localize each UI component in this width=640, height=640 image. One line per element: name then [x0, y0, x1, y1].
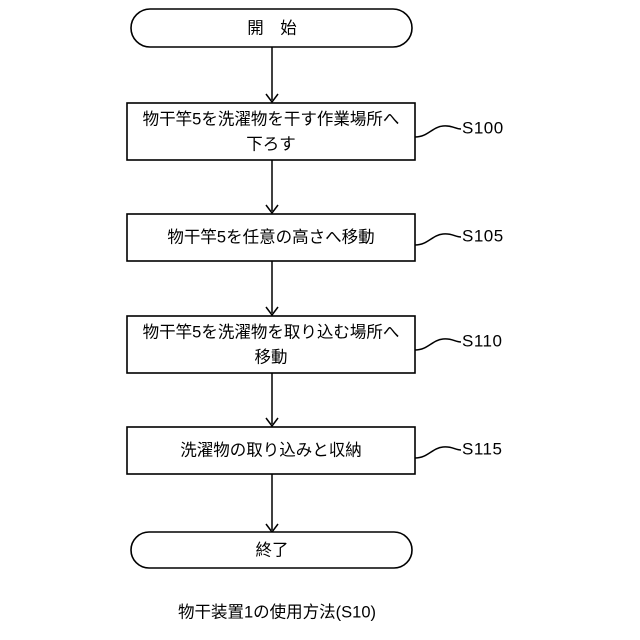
connector-s105-to-s110	[265, 261, 279, 317]
leader-line-s115	[414, 446, 462, 459]
process-box-s110-line-2: 移動	[255, 347, 288, 366]
process-box-s100	[126, 102, 416, 161]
step-label-s110: S110	[462, 331, 502, 350]
flow-node-s110: 物干竿5を洗濯物を取り込む場所へ 移動 S110	[126, 315, 502, 374]
leader-line-s105	[414, 233, 462, 246]
flow-node-start: 開 始	[130, 8, 413, 48]
arrow-head-icon	[265, 204, 279, 215]
connector-s115-to-end	[265, 474, 279, 534]
leader-line-s110	[414, 338, 462, 351]
arrow-head-icon	[265, 417, 279, 428]
arrow-head-icon	[265, 93, 279, 104]
process-box-s105	[126, 213, 416, 262]
flow-node-end: 終了	[130, 531, 413, 569]
leader-line-s100	[414, 125, 462, 138]
process-box-s105-line-1: 物干竿5を任意の高さへ移動	[167, 227, 374, 246]
flow-node-s105: 物干竿5を任意の高さへ移動 S105	[126, 213, 504, 262]
arrow-head-icon	[265, 306, 279, 317]
connector-start-to-s100	[265, 47, 279, 104]
step-label-s105: S105	[462, 226, 504, 245]
process-box-s115	[126, 426, 416, 475]
flow-node-s115: 洗濯物の取り込みと収納 S115	[126, 426, 502, 475]
process-box-s100-line-1: 物干竿5を洗濯物を干す作業場所へ	[143, 109, 400, 128]
start-terminator-label: 開 始	[247, 18, 297, 37]
figure-caption: 物干装置1の使用方法(S10)	[178, 602, 376, 621]
end-terminator-shape	[130, 531, 413, 569]
process-box-s110	[126, 315, 416, 374]
step-label-s100: S100	[462, 118, 504, 137]
step-label-s115: S115	[462, 439, 502, 458]
process-box-s100-line-2: 下ろす	[246, 135, 296, 153]
process-box-s110-line-1: 物干竿5を洗濯物を取り込む場所へ	[143, 322, 400, 341]
end-terminator-label: 終了	[256, 540, 289, 559]
connector-s110-to-s115	[265, 373, 279, 428]
process-box-s115-line-1: 洗濯物の取り込みと収納	[180, 440, 362, 459]
flow-node-s100: 物干竿5を洗濯物を干す作業場所へ 下ろす S100	[126, 102, 504, 161]
connector-s100-to-s105	[265, 160, 279, 215]
